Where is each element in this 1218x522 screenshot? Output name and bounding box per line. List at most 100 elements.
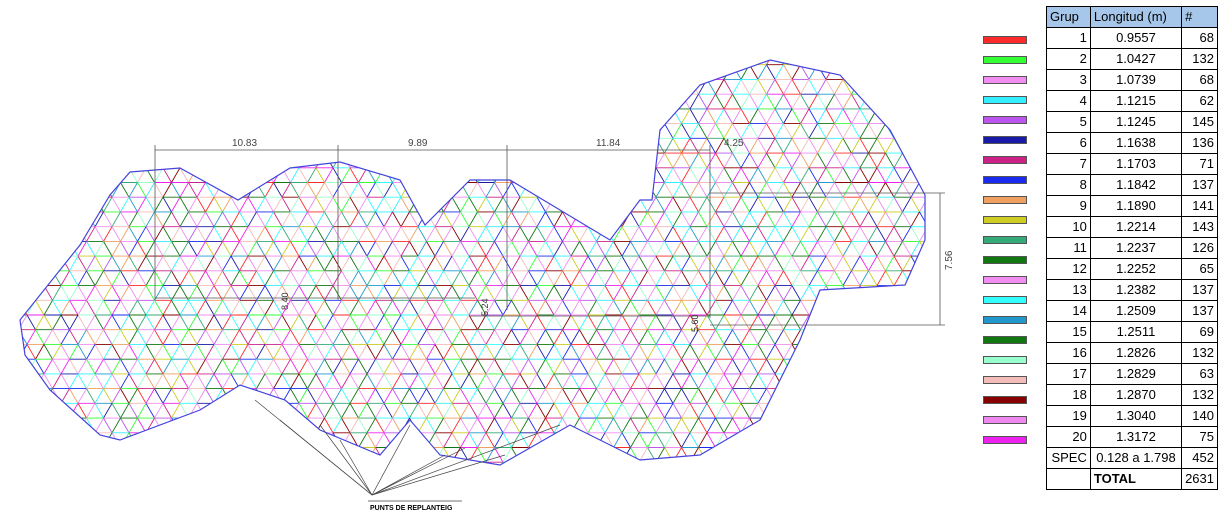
strut bbox=[290, 388, 300, 404]
strut bbox=[740, 60, 750, 65]
strut bbox=[222, 270, 232, 286]
strut bbox=[10, 418, 19, 433]
strut bbox=[290, 196, 300, 213]
strut bbox=[757, 93, 767, 110]
strut bbox=[791, 64, 801, 80]
strut bbox=[774, 388, 784, 404]
strut bbox=[43, 329, 53, 345]
strut bbox=[103, 314, 113, 330]
strut bbox=[120, 373, 130, 389]
strut bbox=[154, 108, 164, 124]
strut bbox=[20, 403, 28, 419]
strut bbox=[290, 108, 300, 124]
strut bbox=[298, 388, 308, 404]
strut bbox=[400, 123, 410, 139]
strut bbox=[111, 403, 121, 419]
strut bbox=[324, 373, 334, 389]
strut bbox=[315, 93, 325, 110]
strut bbox=[621, 79, 631, 95]
strut bbox=[800, 152, 810, 169]
strut bbox=[417, 60, 427, 65]
strut bbox=[834, 196, 844, 213]
strut bbox=[537, 477, 546, 492]
strut bbox=[485, 255, 495, 272]
strut bbox=[587, 314, 597, 330]
strut bbox=[111, 167, 121, 183]
strut bbox=[689, 196, 699, 213]
strut bbox=[366, 270, 376, 286]
strut bbox=[171, 255, 181, 272]
strut bbox=[137, 167, 147, 183]
strut bbox=[358, 241, 368, 257]
strut bbox=[503, 477, 512, 492]
strut bbox=[162, 329, 172, 345]
strut bbox=[647, 211, 657, 227]
strut bbox=[834, 152, 844, 169]
strut bbox=[706, 211, 716, 227]
strut bbox=[893, 358, 903, 375]
strut bbox=[587, 255, 597, 272]
strut bbox=[817, 241, 827, 257]
strut bbox=[366, 358, 376, 375]
strut bbox=[902, 329, 912, 345]
strut bbox=[383, 300, 393, 316]
strut bbox=[94, 447, 104, 463]
strut bbox=[808, 241, 818, 257]
strut bbox=[928, 153, 937, 168]
strut bbox=[893, 152, 903, 169]
strut bbox=[315, 241, 325, 257]
strut bbox=[528, 388, 538, 404]
strut bbox=[876, 388, 886, 404]
strut bbox=[162, 314, 172, 330]
strut bbox=[519, 358, 529, 375]
strut bbox=[111, 196, 121, 213]
strut bbox=[239, 226, 249, 242]
strut bbox=[332, 329, 342, 345]
strut bbox=[681, 167, 691, 183]
strut bbox=[536, 108, 546, 124]
strut bbox=[43, 196, 53, 213]
strut bbox=[94, 344, 104, 360]
strut bbox=[715, 79, 725, 95]
strut bbox=[179, 60, 189, 65]
strut bbox=[324, 182, 334, 198]
strut bbox=[928, 315, 937, 330]
strut bbox=[417, 447, 427, 463]
strut bbox=[86, 60, 96, 65]
strut bbox=[145, 344, 155, 360]
strut bbox=[35, 241, 45, 257]
strut bbox=[426, 388, 436, 404]
strut bbox=[570, 196, 580, 213]
strut bbox=[885, 226, 895, 242]
strut bbox=[732, 388, 742, 404]
strut bbox=[120, 417, 130, 434]
strut bbox=[664, 432, 674, 448]
strut bbox=[579, 255, 589, 272]
strut bbox=[902, 93, 912, 110]
strut bbox=[10, 448, 19, 463]
strut bbox=[834, 226, 844, 242]
strut bbox=[698, 270, 708, 286]
strut bbox=[375, 270, 385, 286]
strut bbox=[264, 93, 274, 110]
strut bbox=[307, 241, 317, 257]
strut bbox=[757, 108, 767, 124]
strut bbox=[400, 373, 410, 389]
strut bbox=[179, 108, 189, 124]
strut bbox=[426, 314, 436, 330]
strut bbox=[851, 447, 861, 463]
strut bbox=[732, 152, 742, 169]
strut bbox=[562, 314, 572, 330]
strut bbox=[366, 93, 376, 110]
strut bbox=[128, 373, 138, 389]
strut bbox=[86, 167, 96, 183]
strut bbox=[672, 285, 682, 301]
strut bbox=[494, 344, 504, 360]
strut bbox=[919, 93, 925, 110]
strut bbox=[477, 285, 487, 301]
strut bbox=[222, 241, 232, 257]
strut bbox=[834, 79, 844, 95]
strut bbox=[341, 93, 351, 110]
strut bbox=[954, 389, 963, 404]
strut bbox=[655, 403, 665, 419]
